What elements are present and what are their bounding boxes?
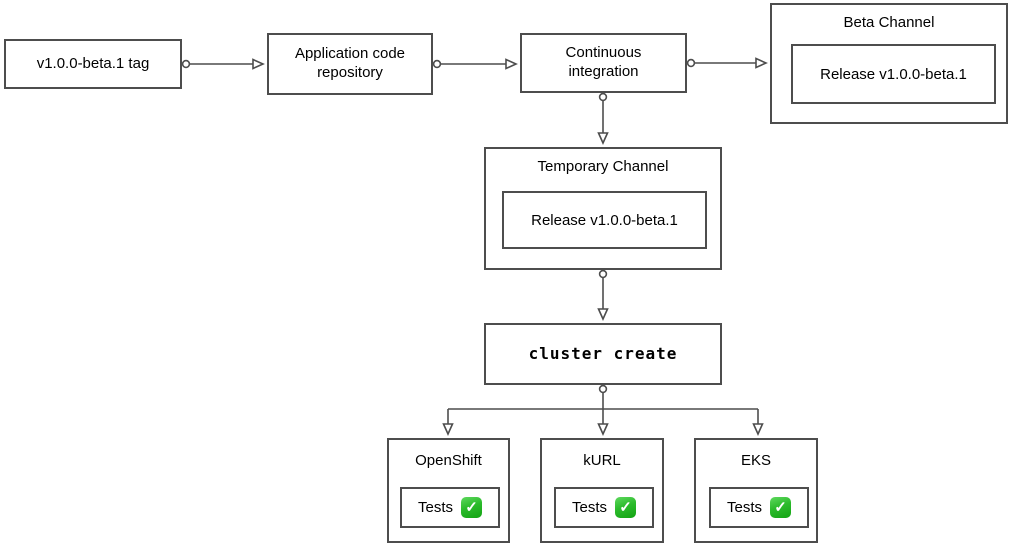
container-beta-channel: Beta Channel Release v1.0.0-beta.1	[770, 3, 1008, 124]
node-app-repo: Application code repository	[267, 33, 433, 95]
node-continuous-integration: Continuous integration	[520, 33, 687, 93]
temporary-channel-release-box: Release v1.0.0-beta.1	[502, 191, 707, 249]
node-version-tag: v1.0.0-beta.1 tag	[4, 39, 182, 89]
temporary-channel-title: Temporary Channel	[537, 158, 669, 175]
openshift-tests-label: Tests	[417, 499, 453, 516]
kurl-tests-box: Tests ✓	[554, 487, 654, 528]
check-mark-icon: ✓	[615, 497, 636, 518]
beta-channel-release-box: Release v1.0.0-beta.1	[791, 44, 996, 104]
eks-title: EKS	[740, 452, 771, 469]
node-cluster-create-label: cluster create	[528, 344, 678, 363]
check-mark-icon: ✓	[770, 497, 791, 518]
node-version-tag-label: v1.0.0-beta.1 tag	[36, 54, 150, 72]
openshift-title: OpenShift	[415, 452, 482, 469]
container-temporary-channel: Temporary Channel Release v1.0.0-beta.1	[484, 147, 722, 270]
temporary-channel-release-label: Release v1.0.0-beta.1	[531, 211, 678, 229]
kurl-title: kURL	[583, 452, 621, 469]
node-cluster-create: cluster create	[484, 323, 722, 385]
openshift-tests-box: Tests ✓	[400, 487, 500, 528]
eks-tests-box: Tests ✓	[709, 487, 809, 528]
node-app-repo-label: Application code repository	[294, 45, 406, 81]
eks-tests-label: Tests	[726, 499, 762, 516]
kurl-tests-label: Tests	[571, 499, 607, 516]
check-mark-icon: ✓	[461, 497, 482, 518]
container-openshift: OpenShift Tests ✓	[387, 438, 510, 543]
beta-channel-release-label: Release v1.0.0-beta.1	[820, 65, 967, 83]
node-continuous-integration-label: Continuous integration	[565, 44, 642, 80]
container-eks: EKS Tests ✓	[694, 438, 818, 543]
beta-channel-title: Beta Channel	[843, 14, 935, 31]
container-kurl: kURL Tests ✓	[540, 438, 664, 543]
